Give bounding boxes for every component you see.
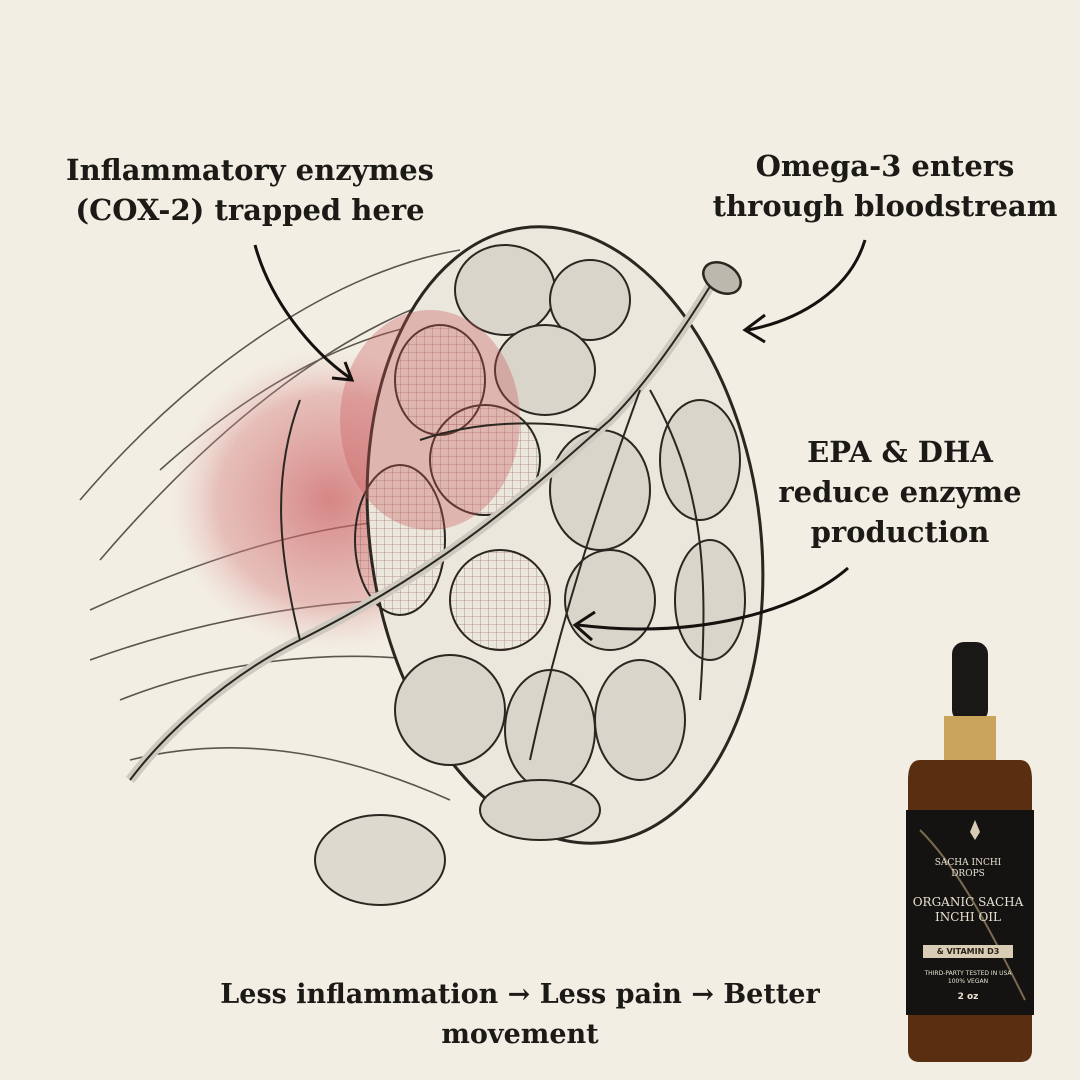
brand-line: SACHA INCHI bbox=[934, 858, 1002, 868]
label-epa-dha: EPA & DHA reduce enzyme production bbox=[770, 432, 1030, 552]
brand-line: DROPS bbox=[951, 869, 985, 879]
small-bundle bbox=[314, 814, 446, 906]
arrow-omega bbox=[747, 239, 867, 332]
label-line: Omega-3 enters bbox=[755, 149, 1015, 183]
arrow-epa bbox=[577, 566, 849, 631]
label-line: (COX-2) trapped here bbox=[75, 193, 425, 227]
tested-line: THIRD-PARTY TESTED IN USA bbox=[924, 970, 1012, 977]
vitamin-badge: & VITAMIN D3 bbox=[923, 945, 1013, 958]
inflammation-highlight bbox=[340, 310, 520, 530]
dropper-bulb bbox=[952, 642, 988, 722]
footer-tagline: Less inflammation → Less pain → Better m… bbox=[220, 979, 820, 1050]
product-line: INCHI OIL bbox=[935, 910, 1001, 924]
label-omega-3: Omega-3 enters through bloodstream bbox=[700, 146, 1070, 226]
blood-vessel bbox=[126, 261, 742, 784]
product-size: 2 oz bbox=[957, 992, 979, 1002]
label-line: through bloodstream bbox=[712, 189, 1058, 223]
label-line: Inflammatory enzymes bbox=[66, 153, 434, 187]
arrow-inflammatory bbox=[253, 244, 351, 380]
gold-collar bbox=[944, 716, 996, 760]
annotation-arrows bbox=[253, 239, 867, 642]
product-bottle bbox=[906, 642, 1034, 1062]
label-line: reduce enzyme bbox=[778, 475, 1022, 509]
leaf-logo-icon bbox=[970, 820, 980, 840]
label-line: production bbox=[810, 515, 990, 549]
label-line: EPA & DHA bbox=[807, 435, 993, 469]
tested-line: 100% VEGAN bbox=[947, 978, 989, 985]
product-line: ORGANIC SACHA bbox=[912, 895, 1024, 909]
label-inflammatory-enzymes: Inflammatory enzymes (COX-2) trapped her… bbox=[60, 150, 440, 230]
fascicles bbox=[354, 244, 746, 841]
